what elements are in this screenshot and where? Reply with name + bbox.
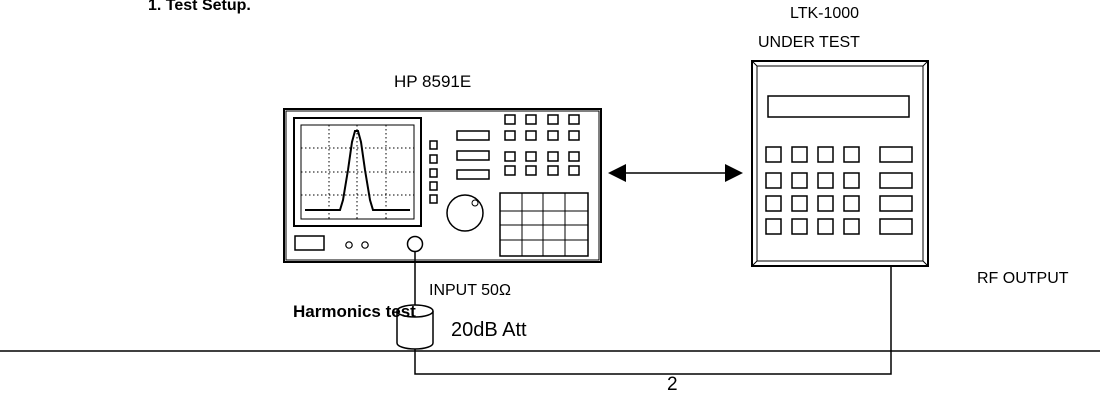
analyzer-small-knob-2 <box>361 241 369 249</box>
analyzer-input-connector <box>406 235 424 253</box>
cable-number-label: 2 <box>667 374 678 395</box>
analyzer-keypad-grid <box>499 192 589 257</box>
device-label-line2: UNDER TEST <box>758 34 860 51</box>
device-display <box>767 95 910 118</box>
rf-output-label: RF OUTPUT <box>977 270 1069 287</box>
analyzer-label: HP 8591E <box>394 72 472 91</box>
input-label: INPUT 50Ω <box>429 282 511 299</box>
analyzer-screen <box>293 117 422 227</box>
cable-wiring <box>414 252 892 375</box>
analyzer-keypad-top <box>504 114 580 176</box>
bidirectional-arrow <box>608 164 743 182</box>
harmonics-test-label: Harmonics test <box>293 302 416 321</box>
spectrum-trace <box>305 130 410 211</box>
attenuator-label: 20dB Att <box>451 319 527 341</box>
analyzer-side-buttons <box>429 140 438 204</box>
analyzer-knob <box>446 194 484 232</box>
analyzer-inner-bevel <box>285 110 600 261</box>
screen-gridlines <box>301 125 414 219</box>
analyzer-small-knob-1 <box>345 241 353 249</box>
device-keypad <box>765 146 913 235</box>
device-under-test <box>751 60 929 267</box>
analyzer-wide-buttons <box>456 130 490 180</box>
attenuator-cylinder <box>396 304 434 350</box>
section-heading: 1. Test Setup. <box>148 0 251 14</box>
device-label-line1: LTK-1000 <box>790 5 860 22</box>
spectrum-analyzer <box>283 108 602 263</box>
analyzer-display-slot <box>294 235 325 251</box>
